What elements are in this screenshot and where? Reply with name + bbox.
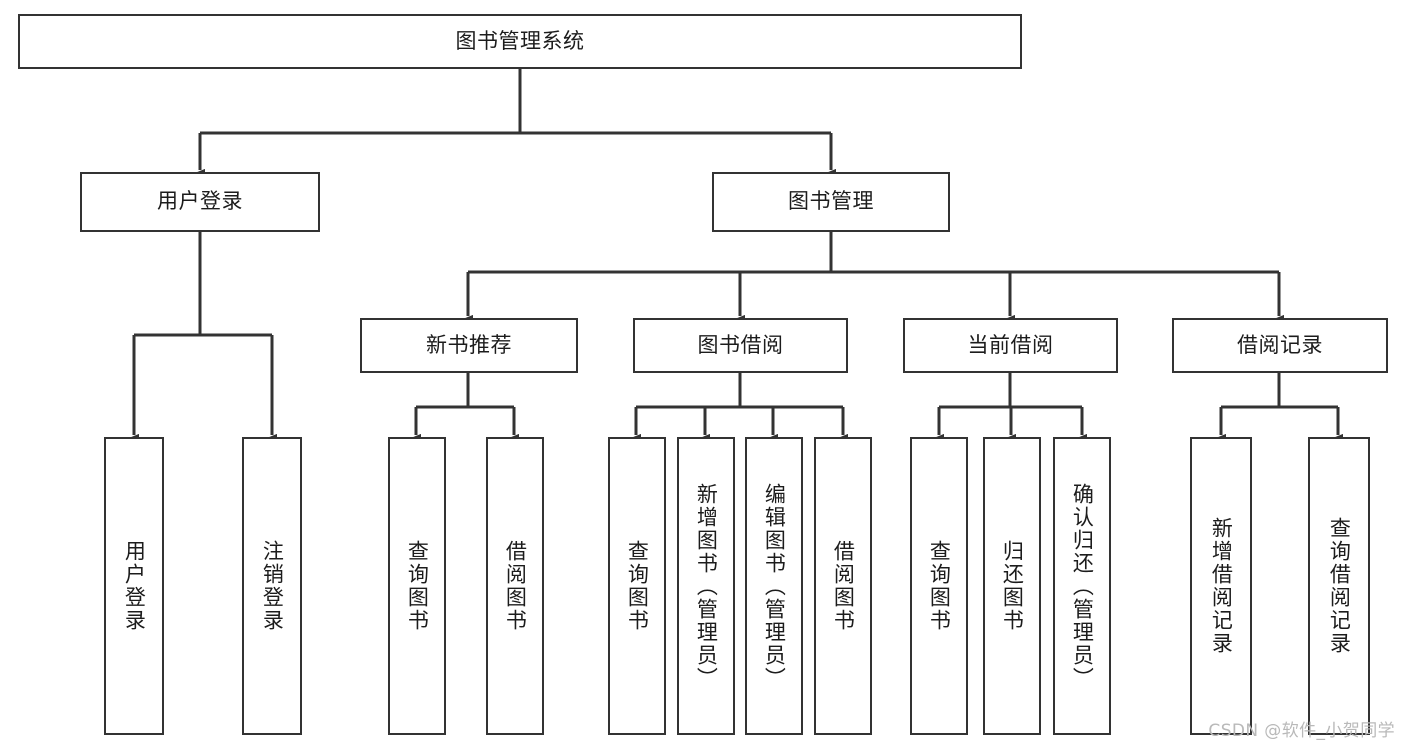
leaf-user-login-label: 用户登录: [122, 540, 147, 632]
leaf-borrow-book-borrow-label: 借阅图书: [831, 540, 856, 632]
leaf-query-borrow-record[interactable]: 查询借阅记录: [1308, 437, 1370, 735]
leaf-add-book-admin[interactable]: 新增图书（管理员）: [677, 437, 735, 735]
leaf-add-borrow-record[interactable]: 新增借阅记录: [1190, 437, 1252, 735]
leaf-logout-login[interactable]: 注销登录: [242, 437, 302, 735]
node-book-management-label: 图书管理: [788, 189, 874, 214]
leaf-query-book-borrow-label: 查询图书: [625, 540, 650, 632]
leaf-query-book-current[interactable]: 查询图书: [910, 437, 968, 735]
node-current-borrow-label: 当前借阅: [967, 332, 1054, 357]
leaf-borrow-book-new-label: 借阅图书: [503, 540, 528, 632]
leaf-return-book-label: 归还图书: [1000, 540, 1025, 632]
node-borrow-record[interactable]: 借阅记录: [1172, 318, 1388, 373]
node-current-borrow[interactable]: 当前借阅: [903, 318, 1118, 373]
leaf-user-login[interactable]: 用户登录: [104, 437, 164, 735]
node-book-management[interactable]: 图书管理: [712, 172, 950, 232]
leaf-query-book-new[interactable]: 查询图书: [388, 437, 446, 735]
leaf-confirm-return-admin[interactable]: 确认归还（管理员）: [1053, 437, 1111, 735]
leaf-query-book-borrow[interactable]: 查询图书: [608, 437, 666, 735]
leaf-add-book-admin-label: 新增图书（管理员）: [694, 482, 719, 690]
leaf-logout-login-label: 注销登录: [260, 540, 285, 632]
node-book-borrow[interactable]: 图书借阅: [633, 318, 848, 373]
node-new-book-recommend-label: 新书推荐: [426, 332, 512, 357]
node-root[interactable]: 图书管理系统: [18, 14, 1022, 69]
node-user-login[interactable]: 用户登录: [80, 172, 320, 232]
node-new-book-recommend[interactable]: 新书推荐: [360, 318, 578, 373]
leaf-borrow-book-new[interactable]: 借阅图书: [486, 437, 544, 735]
leaf-add-borrow-record-label: 新增借阅记录: [1209, 517, 1234, 655]
leaf-edit-book-admin-label: 编辑图书（管理员）: [762, 482, 787, 690]
csdn-watermark: CSDN @软件_小贺同学: [1208, 721, 1395, 741]
leaf-return-book[interactable]: 归还图书: [983, 437, 1041, 735]
leaf-query-borrow-record-label: 查询借阅记录: [1327, 517, 1352, 655]
leaf-query-book-current-label: 查询图书: [927, 540, 952, 632]
leaf-query-book-new-label: 查询图书: [405, 540, 430, 632]
node-user-login-label: 用户登录: [157, 189, 243, 214]
leaf-confirm-return-admin-label: 确认归还（管理员）: [1070, 482, 1095, 690]
node-book-borrow-label: 图书借阅: [697, 332, 784, 357]
node-borrow-record-label: 借阅记录: [1237, 332, 1323, 357]
leaf-borrow-book-borrow[interactable]: 借阅图书: [814, 437, 872, 735]
node-root-label: 图书管理系统: [455, 28, 585, 53]
leaf-edit-book-admin[interactable]: 编辑图书（管理员）: [745, 437, 803, 735]
